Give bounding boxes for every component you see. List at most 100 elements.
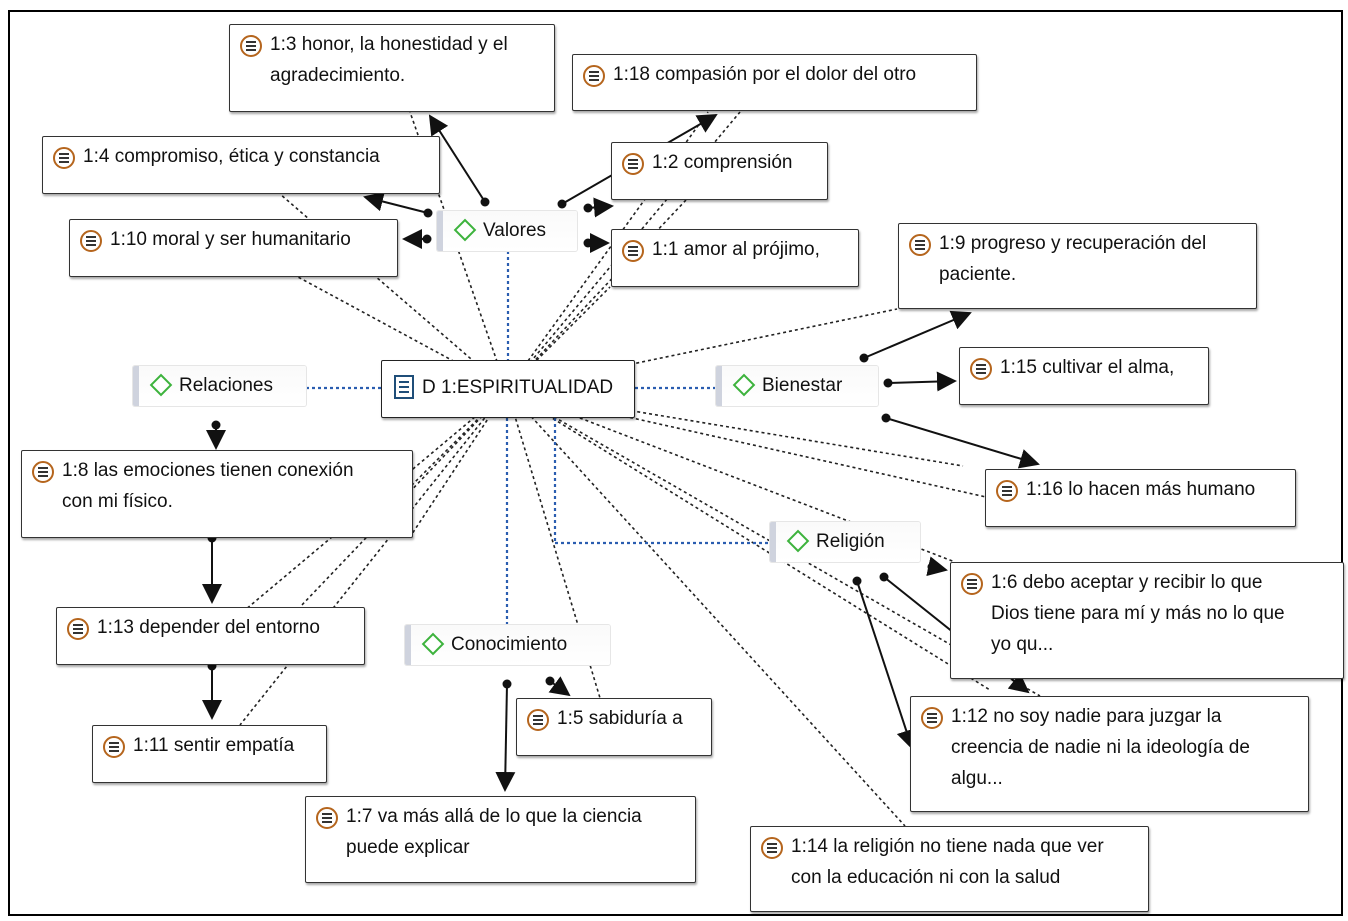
quote-link bbox=[409, 389, 508, 538]
quotation-icon bbox=[970, 358, 992, 380]
quotation-node-1-1[interactable]: 1:1 amor al prójimo, bbox=[611, 229, 859, 287]
quotation-line: puede explicar bbox=[346, 837, 470, 858]
quotation-icon bbox=[240, 35, 262, 57]
quote-link bbox=[279, 193, 508, 391]
quotation-line: 1:16 lo hacen más humano bbox=[1026, 479, 1256, 500]
quotation-icon bbox=[583, 65, 605, 87]
quotation-line: 1:3 honor, la honestidad y el bbox=[270, 34, 508, 55]
quotation-icon bbox=[996, 480, 1018, 502]
code-label: Relaciones bbox=[179, 375, 273, 396]
quotation-line: 1:2 comprensión bbox=[652, 152, 793, 173]
quotation-line: 1:6 debo aceptar y recibir lo que bbox=[991, 572, 1263, 593]
quotation-line: agradecimiento. bbox=[270, 65, 406, 86]
quotation-icon bbox=[53, 147, 75, 169]
quote-link bbox=[506, 389, 964, 467]
code-diamond-icon bbox=[421, 632, 445, 656]
quotation-node-1-6[interactable]: 1:6 debo aceptar y recibir lo que Dios t… bbox=[950, 562, 1344, 679]
quotation-line: con la educación ni con la salud bbox=[791, 867, 1061, 888]
quotation-node-1-18[interactable]: 1:18 compasión por el dolor del otro bbox=[572, 54, 977, 111]
quotation-line: algu... bbox=[951, 768, 1003, 789]
quotation-node-1-4[interactable]: 1:4 compromiso, ética y constancia bbox=[42, 136, 440, 194]
quotation-line: 1:14 la religión no tiene nada que ver bbox=[791, 836, 1104, 857]
code-label: Valores bbox=[483, 220, 547, 241]
quotation-line: Dios tiene para mí y más no lo que bbox=[991, 603, 1285, 624]
document-icon bbox=[394, 375, 414, 399]
quotation-line: 1:15 cultivar el alma, bbox=[1000, 357, 1175, 378]
quotation-line: 1:18 compasión por el dolor del otro bbox=[613, 64, 917, 85]
code-node-conocimiento[interactable]: Conocimiento bbox=[405, 625, 610, 665]
quotation-line: yo qu... bbox=[991, 634, 1054, 655]
code-node-valores[interactable]: Valores bbox=[437, 211, 577, 251]
quotation-line: con mi físico. bbox=[62, 491, 173, 512]
code-diamond-icon bbox=[732, 373, 756, 397]
quotation-icon bbox=[103, 736, 125, 758]
quote-link bbox=[239, 389, 508, 726]
code-diamond-icon bbox=[149, 373, 173, 397]
quotation-line: 1:12 no soy nadie para juzgar la bbox=[951, 706, 1222, 727]
quote-link bbox=[359, 389, 508, 538]
relation-arrow bbox=[428, 114, 486, 203]
quotation-node-1-7[interactable]: 1:7 va más allá de lo que la ciencia pue… bbox=[305, 796, 696, 883]
relation-arrow bbox=[926, 556, 948, 577]
document-node[interactable]: D 1:ESPIRITUALIDAD bbox=[381, 360, 635, 418]
code-label: Bienestar bbox=[762, 375, 843, 396]
quote-link bbox=[409, 111, 508, 391]
quotation-line: 1:8 las emociones tienen conexión bbox=[62, 460, 354, 481]
quotation-node-1-15[interactable]: 1:15 cultivar el alma, bbox=[959, 347, 1209, 405]
code-node-religion[interactable]: Religión bbox=[770, 522, 920, 562]
quotation-icon bbox=[32, 461, 54, 483]
relation-arrow bbox=[856, 580, 916, 750]
quotation-icon bbox=[622, 240, 644, 262]
quotation-icon bbox=[622, 153, 644, 175]
quotation-line: 1:10 moral y ser humanitario bbox=[110, 229, 351, 250]
quotation-icon bbox=[527, 709, 549, 731]
quotation-line: 1:1 amor al prójimo, bbox=[652, 239, 820, 260]
quotation-node-1-8[interactable]: 1:8 las emociones tienen conexión con mi… bbox=[21, 450, 413, 538]
quotation-node-1-12[interactable]: 1:12 no soy nadie para juzgar la creenci… bbox=[910, 696, 1309, 812]
quotation-line: 1:7 va más allá de lo que la ciencia bbox=[346, 806, 642, 827]
quotation-icon bbox=[909, 234, 931, 256]
quotation-line: 1:9 progreso y recuperación del bbox=[939, 233, 1207, 254]
relation-arrow bbox=[587, 197, 614, 218]
quote-link bbox=[506, 389, 991, 691]
quotation-icon bbox=[961, 573, 983, 595]
quotation-line: 1:13 depender del entorno bbox=[97, 617, 320, 638]
quote-link bbox=[299, 389, 508, 608]
relation-arrow bbox=[887, 371, 957, 392]
diagram-frame bbox=[8, 10, 1343, 916]
quotation-node-1-3[interactable]: 1:3 honor, la honestidad y el agradecimi… bbox=[229, 24, 555, 112]
quotation-line: 1:4 compromiso, ética y constancia bbox=[83, 146, 380, 167]
quote-link bbox=[506, 389, 987, 498]
quotation-node-1-14[interactable]: 1:14 la religión no tiene nada que ver c… bbox=[750, 826, 1149, 912]
quotation-node-1-5[interactable]: 1:5 sabiduría a bbox=[516, 698, 712, 756]
quotation-icon bbox=[761, 837, 783, 859]
quotation-line: paciente. bbox=[939, 264, 1017, 285]
quotation-node-1-13[interactable]: 1:13 depender del entorno bbox=[56, 607, 365, 665]
code-node-relaciones[interactable]: Relaciones bbox=[133, 366, 306, 406]
quotation-icon bbox=[316, 807, 338, 829]
relation-arrow bbox=[363, 191, 429, 214]
quotation-node-1-11[interactable]: 1:11 sentir empatía bbox=[92, 725, 327, 783]
code-node-bienestar[interactable]: Bienestar bbox=[716, 366, 878, 406]
relation-arrow bbox=[885, 417, 1040, 469]
quotation-icon bbox=[67, 618, 89, 640]
quotation-line: 1:11 sentir empatía bbox=[133, 735, 295, 756]
quotation-line: 1:5 sabiduría a bbox=[557, 708, 683, 729]
quotation-node-1-2[interactable]: 1:2 comprensión bbox=[611, 142, 828, 200]
quotation-icon bbox=[80, 230, 102, 252]
relation-arrow bbox=[863, 310, 972, 359]
quote-link bbox=[506, 389, 956, 563]
code-label: Conocimiento bbox=[451, 634, 568, 655]
relation-arrow bbox=[548, 676, 571, 697]
relation-arrow bbox=[495, 683, 516, 792]
code-diamond-icon bbox=[786, 529, 810, 553]
code-label: Religión bbox=[816, 531, 885, 552]
quotation-line: creencia de nadie ni la ideología de bbox=[951, 737, 1250, 758]
document-label: D 1:ESPIRITUALIDAD bbox=[422, 377, 614, 398]
quote-link bbox=[506, 389, 906, 827]
quotation-node-1-16[interactable]: 1:16 lo hacen más humano bbox=[985, 469, 1296, 527]
quotation-node-1-9[interactable]: 1:9 progreso y recuperación del paciente… bbox=[898, 223, 1257, 309]
quotation-node-1-10[interactable]: 1:10 moral y ser humanitario bbox=[69, 219, 398, 277]
